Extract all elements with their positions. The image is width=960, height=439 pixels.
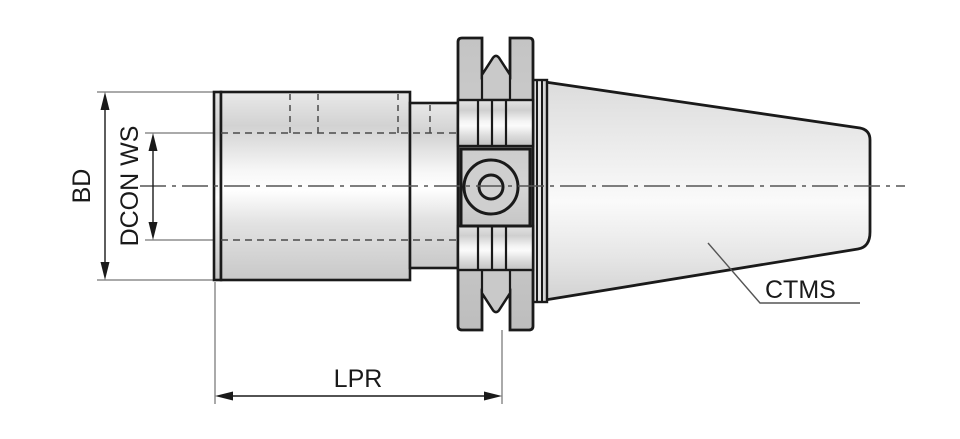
flange-band-upper xyxy=(456,98,535,148)
dim-label-dcon-ws: DCON WS xyxy=(116,126,144,247)
leader-line-ctms xyxy=(707,242,860,304)
arrowhead-bd-bottom xyxy=(100,262,110,280)
v-groove-top xyxy=(480,54,512,102)
dimension-dcon-ws: DCON WS xyxy=(116,126,158,247)
flange-ribs-lower xyxy=(476,226,508,270)
arrowhead-bd-top xyxy=(100,92,110,110)
arrowhead-lpr-right xyxy=(484,391,502,401)
leader-ctms: CTMS xyxy=(707,242,860,304)
dim-label-lpr: LPR xyxy=(334,365,383,393)
flange-ribs-upper xyxy=(476,100,508,146)
arrowhead-lpr-left xyxy=(215,391,233,401)
dim-label-bd: BD xyxy=(68,169,96,204)
dimension-bd: BD xyxy=(68,92,110,280)
flange-plate-stack xyxy=(529,78,549,304)
hidden-bore-lines xyxy=(221,132,458,241)
taper-shank-ctms xyxy=(543,80,872,302)
dimension-lpr: LPR xyxy=(215,365,502,401)
v-groove-bottom xyxy=(480,266,512,314)
arrowhead-dcon-bottom xyxy=(148,222,158,240)
arrowhead-dcon-top xyxy=(148,133,158,151)
flange-assembly xyxy=(456,36,535,332)
hidden-feature-lines xyxy=(289,94,431,133)
flange-band-lower xyxy=(456,224,535,272)
bore-circle-inner xyxy=(477,173,505,201)
leader-label-ctms: CTMS xyxy=(765,276,836,304)
